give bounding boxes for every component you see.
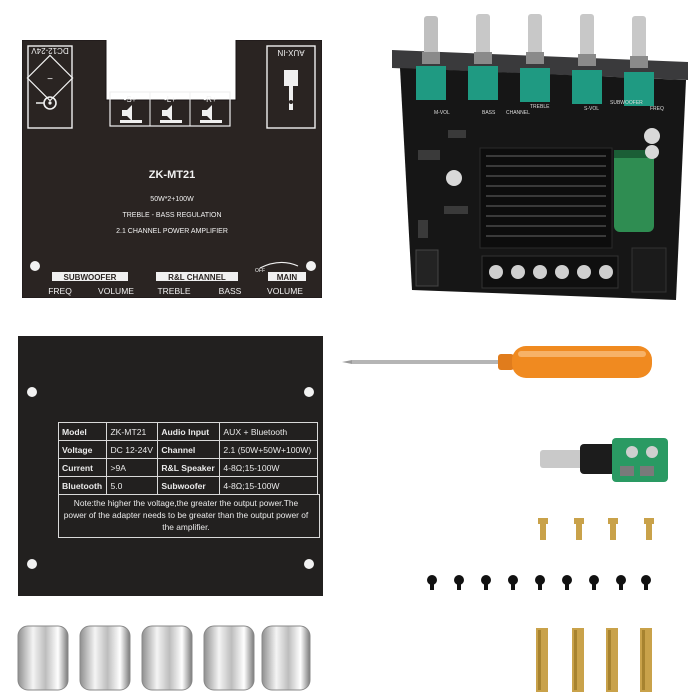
board-label-subwoofer: SUBWOOFER <box>610 100 643 106</box>
rl-channel-section-title: R&L CHANNEL <box>168 273 226 282</box>
metal-knob-caps <box>17 625 311 691</box>
spec-table: Model ZK-MT21 Audio Input AUX + Bluetoot… <box>57 422 318 495</box>
speaker-terminal-block <box>481 255 619 289</box>
front-panel-plate: DC12-24V − AUX-IN -S+ -L+ -R+ ZK-MT21 50… <box>22 40 322 298</box>
spec-note: Note:the higher the voltage,the greater … <box>63 498 309 532</box>
control-label-treble: TREBLE <box>157 286 190 296</box>
off-label: OFF <box>255 268 265 274</box>
speaker-label-s: -S+ <box>124 95 137 104</box>
spec-cell: ZK-MT21 <box>106 422 159 441</box>
dc-connector-adapter <box>540 438 668 482</box>
table-row: Model ZK-MT21 Audio Input AUX + Bluetoot… <box>57 422 318 441</box>
spec-cell: R&L Speaker <box>157 458 221 477</box>
spec-cell: >9A <box>106 458 159 477</box>
table-row: Current >9A R&L Speaker 4-8Ω;15-100W <box>57 458 318 477</box>
board-label-svol: S-VOL <box>584 106 599 112</box>
mount-hole <box>30 261 40 271</box>
board-label-freq: FREQ <box>650 106 664 112</box>
svg-text:−: − <box>47 74 53 85</box>
power-label: DC12-24V <box>31 46 69 55</box>
board-label-mvol: M-VOL <box>434 110 450 116</box>
note-box <box>58 494 320 538</box>
brass-standoffs-long <box>536 628 652 692</box>
board-label-channel: CHANNEL <box>506 110 530 116</box>
speaker-label-r: -R+ <box>203 95 216 104</box>
spec-cell: 4-8Ω;15-100W <box>219 458 318 477</box>
capacitors <box>446 128 660 232</box>
screwdriver <box>342 346 652 378</box>
power-jack-marking: DC12-24V − <box>26 45 74 129</box>
subwoofer-section-title: SUBWOOFER <box>64 273 117 282</box>
spec-cell: DC 12-24V <box>106 440 159 459</box>
potentiometers <box>416 14 654 106</box>
spec-panel-plate: Model ZK-MT21 Audio Input AUX + Bluetoot… <box>18 336 323 596</box>
main-section-title: MAIN <box>277 273 298 282</box>
heatsink <box>479 147 613 249</box>
spec-cell: 4-8Ω;15-100W <box>219 476 318 495</box>
mount-hole <box>306 261 316 271</box>
speaker-terminal-markings: -S+ -L+ -R+ <box>109 91 231 127</box>
control-label-bass: BASS <box>219 286 242 296</box>
spec-cell: 5.0 <box>106 476 159 495</box>
spec-cell: Current <box>57 458 108 477</box>
aux-label: AUX-IN <box>277 48 304 57</box>
spec-cell: Channel <box>157 440 221 459</box>
control-label-main-volume: VOLUME <box>267 286 303 296</box>
board-label-treble: TREBLE <box>530 104 550 110</box>
board-label-bass: BASS <box>482 110 496 116</box>
control-label-volume: VOLUME <box>98 286 134 296</box>
spec-cell: Audio Input <box>157 422 221 441</box>
table-row: Bluetooth 5.0 Subwoofer 4-8Ω;15-100W <box>57 476 318 495</box>
spec-cell: Model <box>57 422 108 441</box>
aux-jack <box>415 249 439 287</box>
spec-cell: Subwoofer <box>157 476 221 495</box>
channel-amplifier-line: 2.1 CHANNEL POWER AMPLIFIER <box>116 228 228 235</box>
spec-cell: AUX + Bluetooth <box>219 422 318 441</box>
spec-cell: Voltage <box>57 440 108 459</box>
control-label-freq: FREQ <box>48 286 72 296</box>
power-rating: 50W*2+100W <box>150 196 194 203</box>
dc-power-jack <box>631 247 667 293</box>
speaker-label-l: -L+ <box>164 95 176 104</box>
screws-row <box>427 575 651 590</box>
aux-in-marking: AUX-IN <box>266 45 316 129</box>
spec-cell: 2.1 (50W+50W+100W) <box>219 440 318 459</box>
model-title: ZK-MT21 <box>149 169 195 181</box>
table-row: Voltage DC 12-24V Channel 2.1 (50W+50W+1… <box>57 440 318 459</box>
treble-bass-line: TREBLE - BASS REGULATION <box>122 212 221 219</box>
brass-standoffs-short <box>538 518 654 540</box>
amplifier-circuit-board: M-VOL BASS TREBLE S-VOL SUBWOOFER FREQ C… <box>392 14 688 300</box>
spec-cell: Bluetooth <box>57 476 108 495</box>
